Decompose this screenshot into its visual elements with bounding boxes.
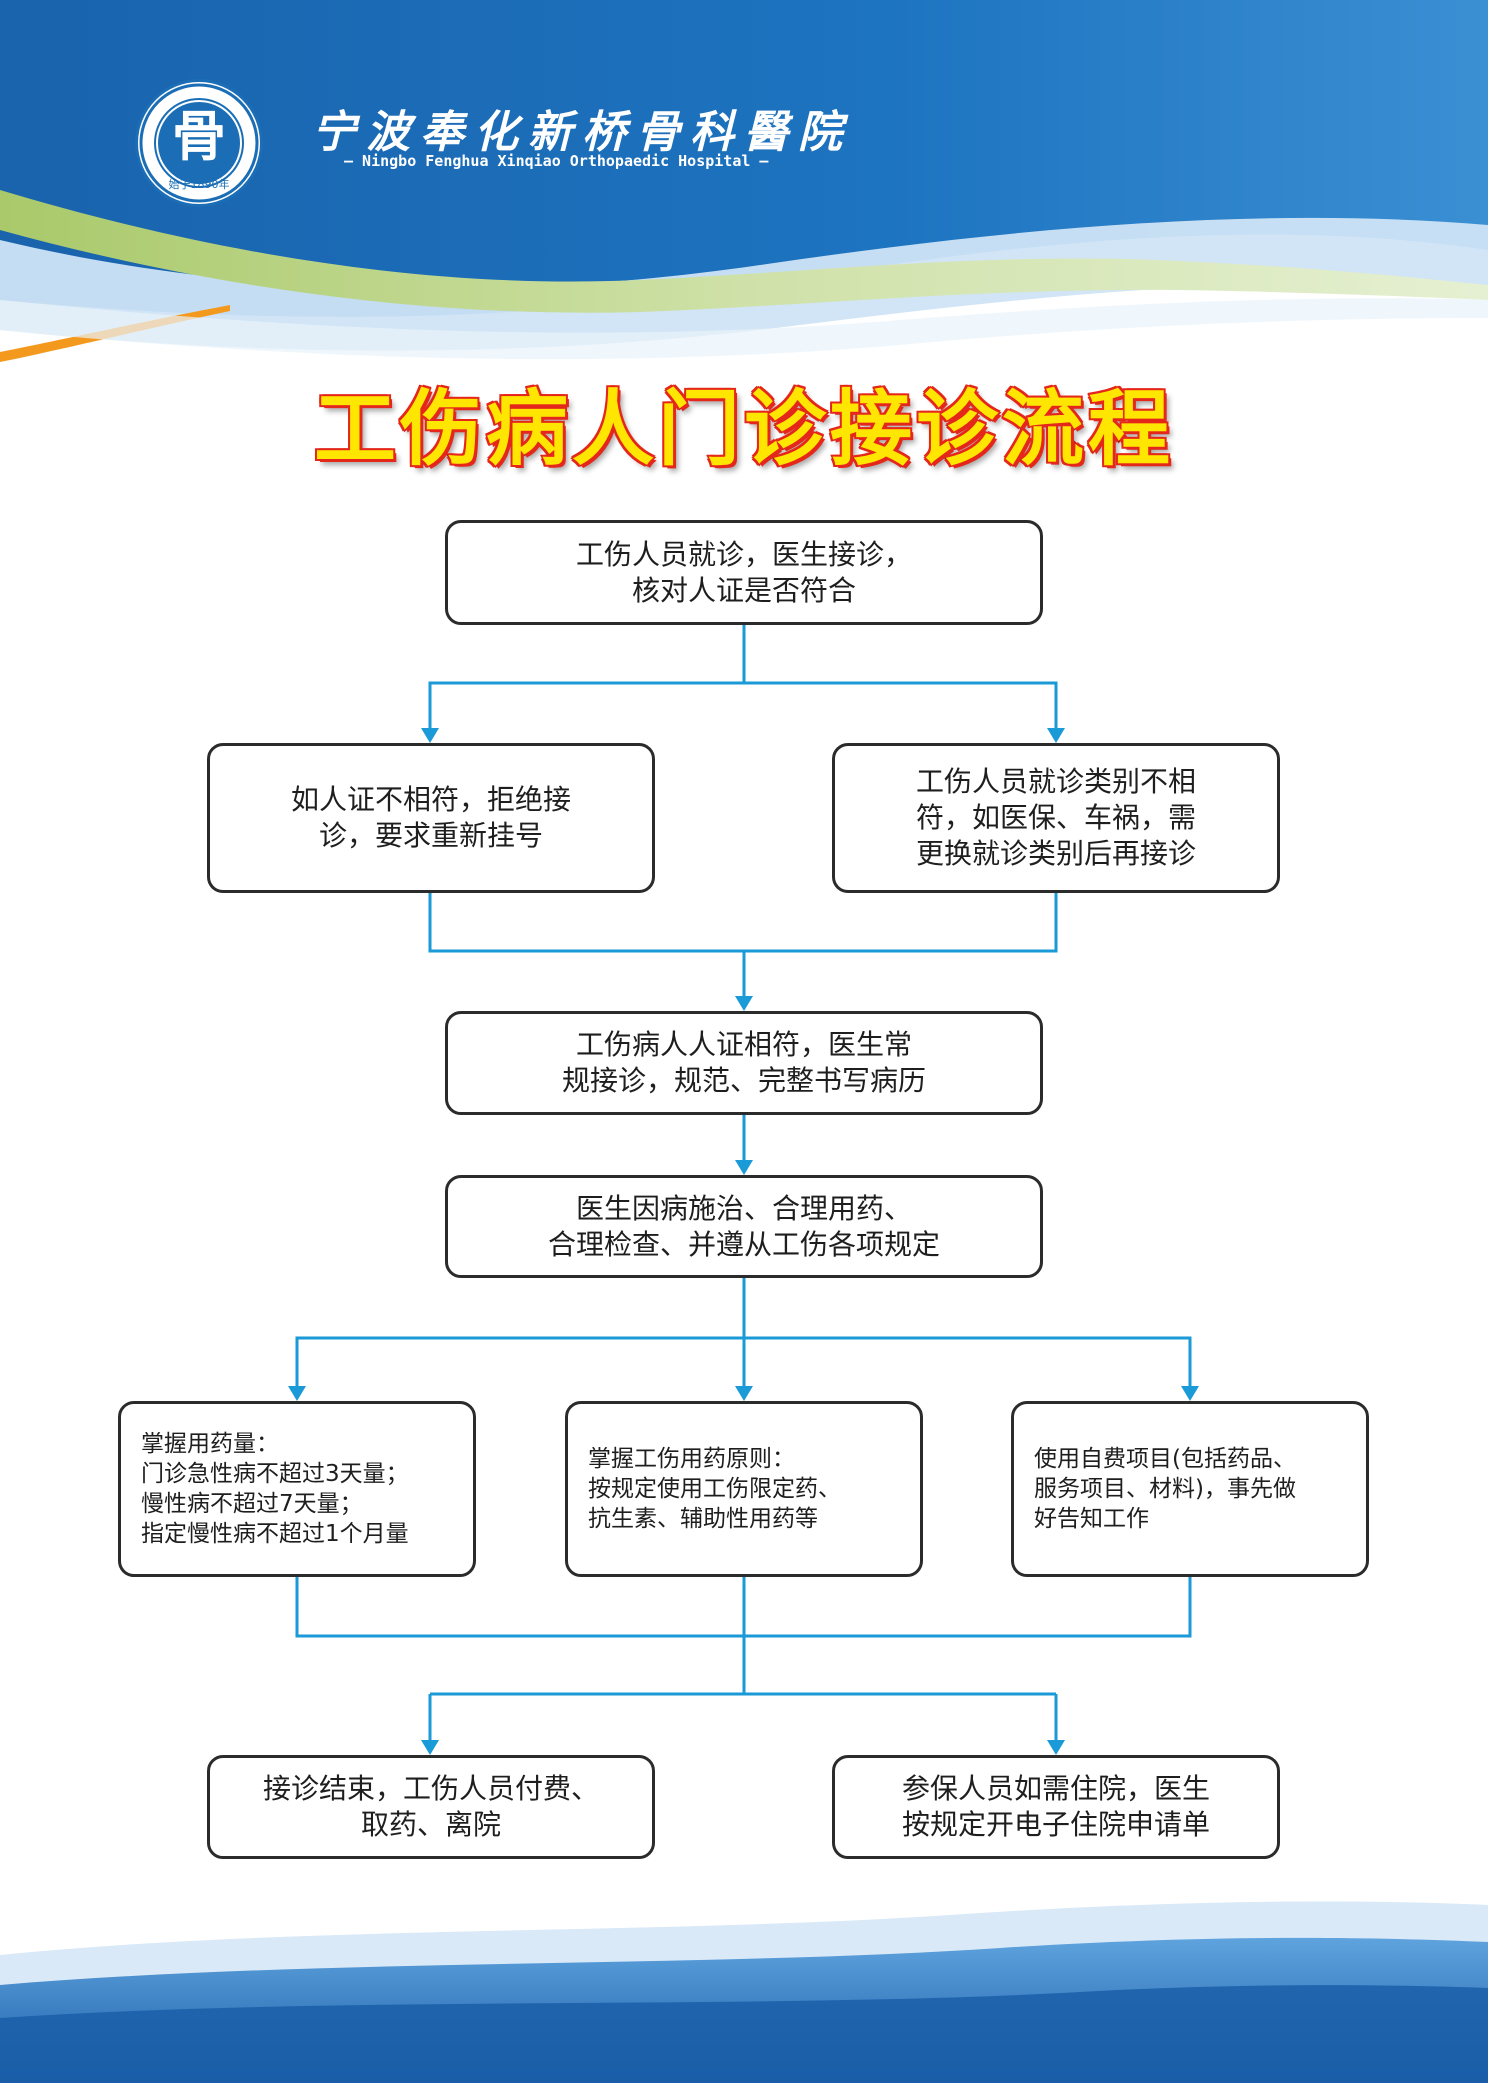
step-mismatch-type-line2: 符，如医保、车祸，需 [915,801,1196,834]
hospital-logo: 骨 始于1890年 [138,82,260,204]
step-start: 工伤人员就诊，医生接诊， 核对人证是否符合 [445,520,1043,625]
step-mismatch-type-line1: 工伤人员就诊类别不相 [915,765,1196,798]
step-principle-text: 掌握工伤用药原则： 按规定使用工伤限定药、 抗生素、辅助性用药等 [588,1444,841,1534]
step-treatment-text: 医生因病施治、合理用药、 合理检查、并遵从工伤各项规定 [548,1191,940,1263]
page-title: 工伤病人门诊接诊流程 [312,381,1174,479]
connector-start-split [428,625,1058,730]
step-mismatch-id-line2: 诊，要求重新挂号 [318,819,543,852]
step-end-leave: 接诊结束，工伤人员付费、 取药、离院 [207,1755,655,1859]
step-routine-text: 工伤病人人证相符，医生常 规接诊，规范、完整书写病历 [562,1027,926,1099]
step-end-leave-line2: 取药、离院 [360,1808,501,1841]
step-treatment: 医生因病施治、合理用药、 合理检查、并遵从工伤各项规定 [445,1175,1043,1278]
step-mismatch-type-line3: 更换就诊类别后再接诊 [915,837,1196,870]
step-end-hospitalize-text: 参保人员如需住院，医生 按规定开电子住院申请单 [902,1771,1210,1843]
step-end-hospitalize-line1: 参保人员如需住院，医生 [901,1772,1210,1805]
step-selfpay-line3: 好告知工作 [1034,1506,1149,1532]
arrowheads [288,728,1199,1755]
step-mismatch-type: 工伤人员就诊类别不相 符，如医保、车祸，需 更换就诊类别后再接诊 [832,743,1280,893]
step-end-leave-text: 接诊结束，工伤人员付费、 取药、离院 [263,1771,599,1843]
step-selfpay: 使用自费项目(包括药品、 服务项目、材料)，事先做 好告知工作 [1011,1401,1369,1577]
step-dosage-line1: 掌握用药量： [141,1431,279,1457]
step-start-line2: 核对人证是否符合 [631,573,856,607]
hospital-name-en: — Ningbo Fenghua Xinqiao Orthopaedic Hos… [344,152,769,170]
step-mismatch-type-text: 工伤人员就诊类别不相 符，如医保、车祸，需 更换就诊类别后再接诊 [916,764,1196,872]
step-routine-line1: 工伤病人人证相符，医生常 [575,1028,912,1061]
step-selfpay-text: 使用自费项目(包括药品、 服务项目、材料)，事先做 好告知工作 [1034,1444,1296,1534]
step-mismatch-id: 如人证不相符，拒绝接 诊，要求重新挂号 [207,743,655,893]
step-principle-line1: 掌握工伤用药原则： [588,1446,795,1472]
step-start-text: 工伤人员就诊，医生接诊， 核对人证是否符合 [576,537,912,609]
step-start-line1: 工伤人员就诊，医生接诊， [575,537,912,571]
step-dosage-line3: 慢性病不超过7天量； [141,1491,363,1517]
connector-treatment-split [295,1278,1192,1398]
step-selfpay-line1: 使用自费项目(包括药品、 [1034,1446,1296,1472]
step-dosage-line2: 门诊急性病不超过3天量； [141,1461,409,1487]
step-treatment-line2: 合理检查、并遵从工伤各项规定 [547,1227,940,1261]
step-principle: 掌握工伤用药原则： 按规定使用工伤限定药、 抗生素、辅助性用药等 [565,1401,923,1577]
step-principle-line3: 抗生素、辅助性用药等 [588,1506,818,1532]
step-end-hospitalize-line2: 按规定开电子住院申请单 [901,1808,1210,1841]
step-principle-line2: 按规定使用工伤限定药、 [588,1476,841,1502]
logo-year: 始于1890年 [168,178,230,191]
step-dosage: 掌握用药量： 门诊急性病不超过3天量； 慢性病不超过7天量； 指定慢性病不超过1… [118,1401,476,1577]
step-mismatch-id-text: 如人证不相符，拒绝接 诊，要求重新挂号 [291,782,571,854]
step-dosage-text: 掌握用药量： 门诊急性病不超过3天量； 慢性病不超过7天量； 指定慢性病不超过1… [141,1429,409,1549]
hospital-name-cn: 宁波奉化新桥骨科醫院 [312,107,852,158]
step-routine: 工伤病人人证相符，医生常 规接诊，规范、完整书写病历 [445,1011,1043,1115]
step-routine-line2: 规接诊，规范、完整书写病历 [561,1064,926,1097]
step-end-hospitalize: 参保人员如需住院，医生 按规定开电子住院申请单 [832,1755,1280,1859]
step-end-leave-line1: 接诊结束，工伤人员付费、 [262,1772,599,1805]
logo-character: 骨 [172,104,226,168]
step-dosage-line4: 指定慢性病不超过1个月量 [141,1521,409,1547]
step-mismatch-id-line1: 如人证不相符，拒绝接 [290,783,571,816]
connector-merge-to-routine [428,893,1058,998]
connector-merge-to-ends [295,1577,1192,1742]
step-treatment-line1: 医生因病施治、合理用药、 [575,1191,912,1225]
step-selfpay-line2: 服务项目、材料)，事先做 [1034,1476,1296,1502]
logo-ring [139,83,259,203]
